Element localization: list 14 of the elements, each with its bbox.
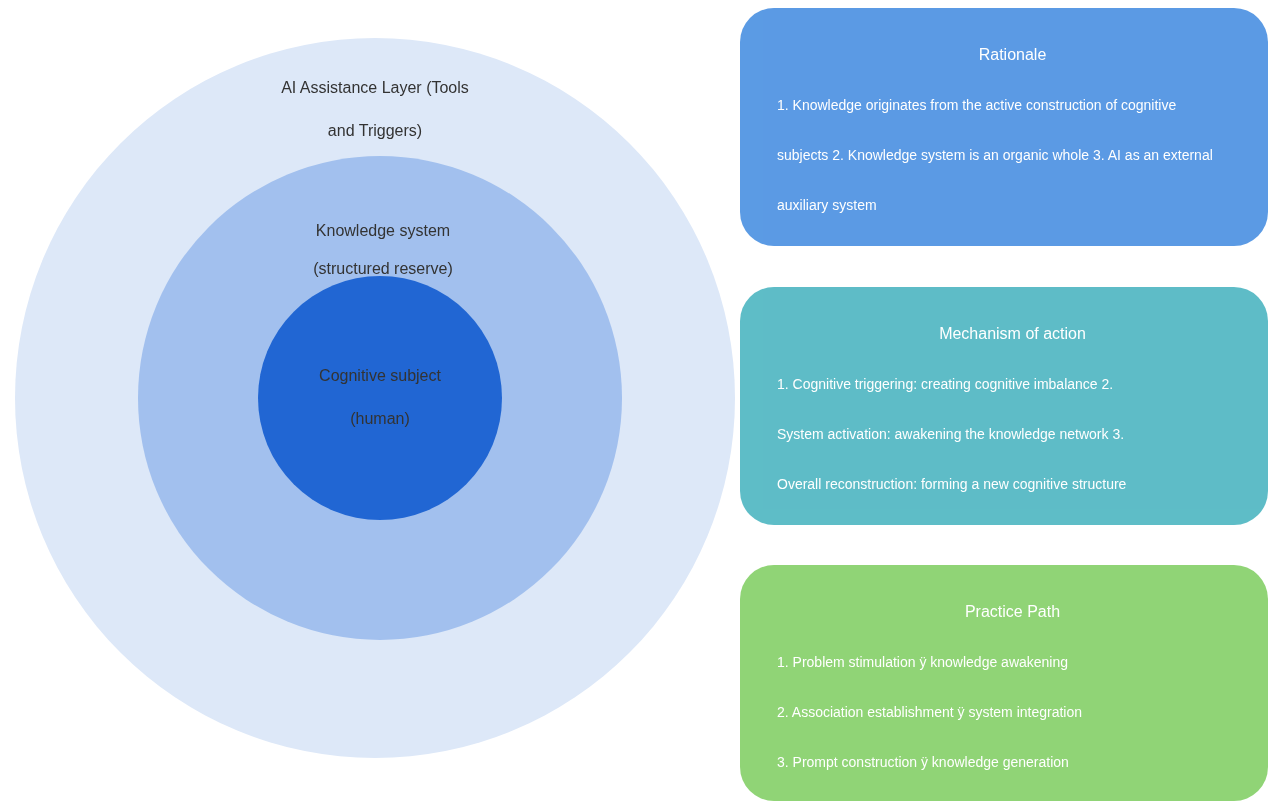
- circle-label: Knowledge system (structured reserve): [312, 221, 454, 279]
- panel-text: 2. Association establishment ÿ system integration: [777, 703, 1084, 722]
- practice-panel: [740, 565, 1268, 801]
- panel-text: 1. Problem stimulation ÿ knowledge awakening: [777, 653, 1070, 672]
- panel-text: 1. Knowledge originates from the active construction of cognitive subjects 2. Knowledge system is an organic whole 3. AI as an external auxiliary system: [777, 96, 1214, 215]
- rationale-panel: [740, 8, 1268, 246]
- panel-heading: Practice Path: [963, 603, 1062, 621]
- panel-heading: Rationale: [977, 46, 1048, 64]
- panel-heading: Mechanism of action: [938, 325, 1087, 343]
- panel-text: 1. Cognitive triggering: creating cognitive imbalance 2. System activation: awakening the knowledge network 3. Overall reconstruction: forming a new cognitive structure: [777, 375, 1128, 494]
- panel-text: 3. Prompt construction ÿ knowledge generation: [777, 753, 1070, 772]
- circle-label: AI Assistance Layer (Tools and Triggers): [280, 78, 470, 141]
- mechanism-panel: [740, 287, 1268, 525]
- circle-label: Cognitive subject (human): [318, 366, 442, 429]
